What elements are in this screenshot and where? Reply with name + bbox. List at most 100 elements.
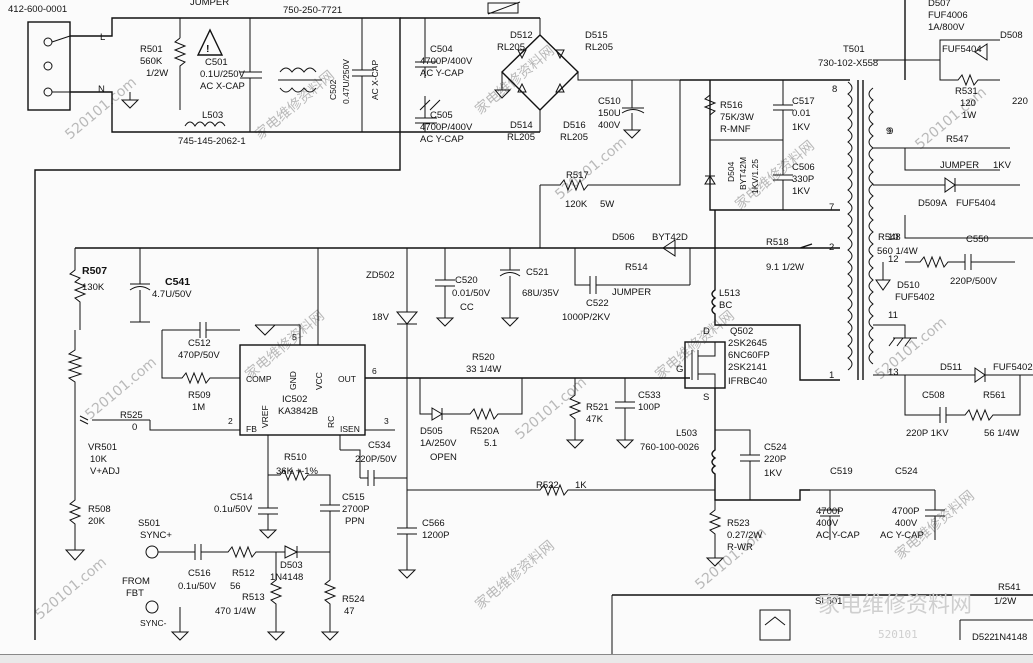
t501-pin: 9 [886,126,891,137]
watermark-text: 520101.com [512,374,590,443]
r523-resistor [705,500,725,567]
r548-val: 560 1/4W [877,246,918,257]
r508-ref: R508 [88,504,111,515]
c519-cap [810,489,860,540]
c508-ref: C508 [922,390,945,401]
c505-cap [415,96,437,132]
c524b-ref: C524 [895,466,918,477]
d511-ref: D511 [940,362,962,373]
r520a-ref: R520A [470,426,500,437]
r523-ref: R523 [727,518,750,529]
c533-ref: C533 [638,390,661,401]
c517-cap [773,80,793,140]
c522-ref: C522 [586,298,609,309]
l503b-ref: L503 [676,428,697,439]
c514-cap [258,475,278,539]
r520a-val: 5.1 [484,438,497,449]
r507-resistor [69,248,87,330]
c510-ref: C510 [598,96,621,107]
r524-ref: R524 [342,594,365,605]
r531-val: 120 [960,98,976,109]
d509a-ref: D509A [918,198,948,209]
r517-power: 5W [600,199,614,210]
d522-ref: D522 [972,632,995,643]
d505-r520a [419,378,523,421]
vr501-pot [67,330,83,480]
zd502-val: 18V [372,312,390,323]
r514-val: JUMPER [612,287,651,298]
c506-ref: C506 [792,162,815,173]
c520-ref: C520 [455,275,478,286]
c517-volt: 1KV [792,122,811,133]
r513-resistor [266,552,286,641]
l513-ref: L513 [719,288,740,299]
ic-pin-label: GND [288,371,298,390]
r516-val: 75K/3W [720,112,754,123]
c516-val: 0.1u/50V [178,581,217,592]
d504-val: BYT42M [738,157,748,190]
r501-power: 1/2W [146,68,168,79]
ic502-ref: IC502 [282,394,307,405]
r518-ref: R518 [766,237,789,248]
d510-val: FUF5402 [895,292,935,303]
r522-val: 1K [575,480,587,491]
d512-ref: D512 [510,30,533,41]
r518-val: 9.1 1/2W [766,262,804,273]
secondary-section: C519 4700P 400V AC Y-CAP C524 4700P 400V… [611,30,1033,662]
r510-val: 36K +-1% [276,466,319,477]
d507-val: FUF4006 [928,10,968,21]
l503-pn: 745-145-2062-1 [178,136,246,147]
statusbar [0,654,1033,663]
brand-logo: 家电维修资料网 520101 [818,593,972,641]
line-N-label: N [98,84,105,95]
r509-resistor [161,330,240,385]
brand-logo-num: 520101 [878,628,918,641]
q-pin-G: G [676,364,683,375]
c508-r561 [904,375,1021,423]
r524-resistor [320,552,340,641]
line-L-label: L [100,32,105,43]
c510-cap [621,80,645,139]
c522-val: 1000P/2KV [562,312,611,323]
ic-pin-label: RC [326,416,336,428]
d516-ref: D516 [563,120,586,131]
switch-section: L513 BC D G S Q502 2SK2645 6NC60FP 2SK21… [640,210,840,567]
c506-cap [710,139,793,210]
c515-type: PPN [345,516,365,527]
t501-pin: 1 [829,370,834,381]
warning-excl: ! [206,43,210,55]
d509a-diode [873,177,1020,193]
q502-alt4: IFRBC40 [728,376,767,387]
fuse-label: JUMPER [190,0,229,8]
c512-ref: C512 [188,338,211,349]
line-filter [278,67,322,93]
r547-val: JUMPER [940,160,979,171]
d511-val: FUF5402 [993,362,1033,373]
r531-power: 1W [962,110,976,121]
r548-ref: R548 [878,232,901,243]
c505-val: 4700P/400V [420,122,473,133]
bridge-section: C504 4700P/400V AC Y-CAP C505 4700P/400V… [400,1,680,145]
d510-ref: D510 [897,280,920,291]
c501-cap [240,18,262,132]
r509-ref: R509 [188,390,211,401]
c504-ref: C504 [430,44,453,55]
d504-rating: 1KV/1.25 [750,159,760,194]
t501-secondary-winding [868,87,874,365]
c524a-val: 220P [764,454,786,465]
r561-ref: R561 [983,390,1006,401]
c566-ref: C566 [422,518,445,529]
sec-pin-num: 13 [888,367,899,378]
r525-val: 0 [132,422,137,433]
q502-mosfet [684,341,726,389]
c534-ref: C534 [368,440,391,451]
t501-primary-winding [847,81,853,371]
r517-resistor [540,80,681,192]
r501-val: 560K [140,56,163,67]
r516-type: R-MNF [720,124,751,135]
vr501-ref: VR501 [88,442,117,453]
c533-val: 100P [638,402,660,413]
q502-alt3: 2SK2141 [728,362,767,373]
c502-ref: C502 [328,79,338,100]
